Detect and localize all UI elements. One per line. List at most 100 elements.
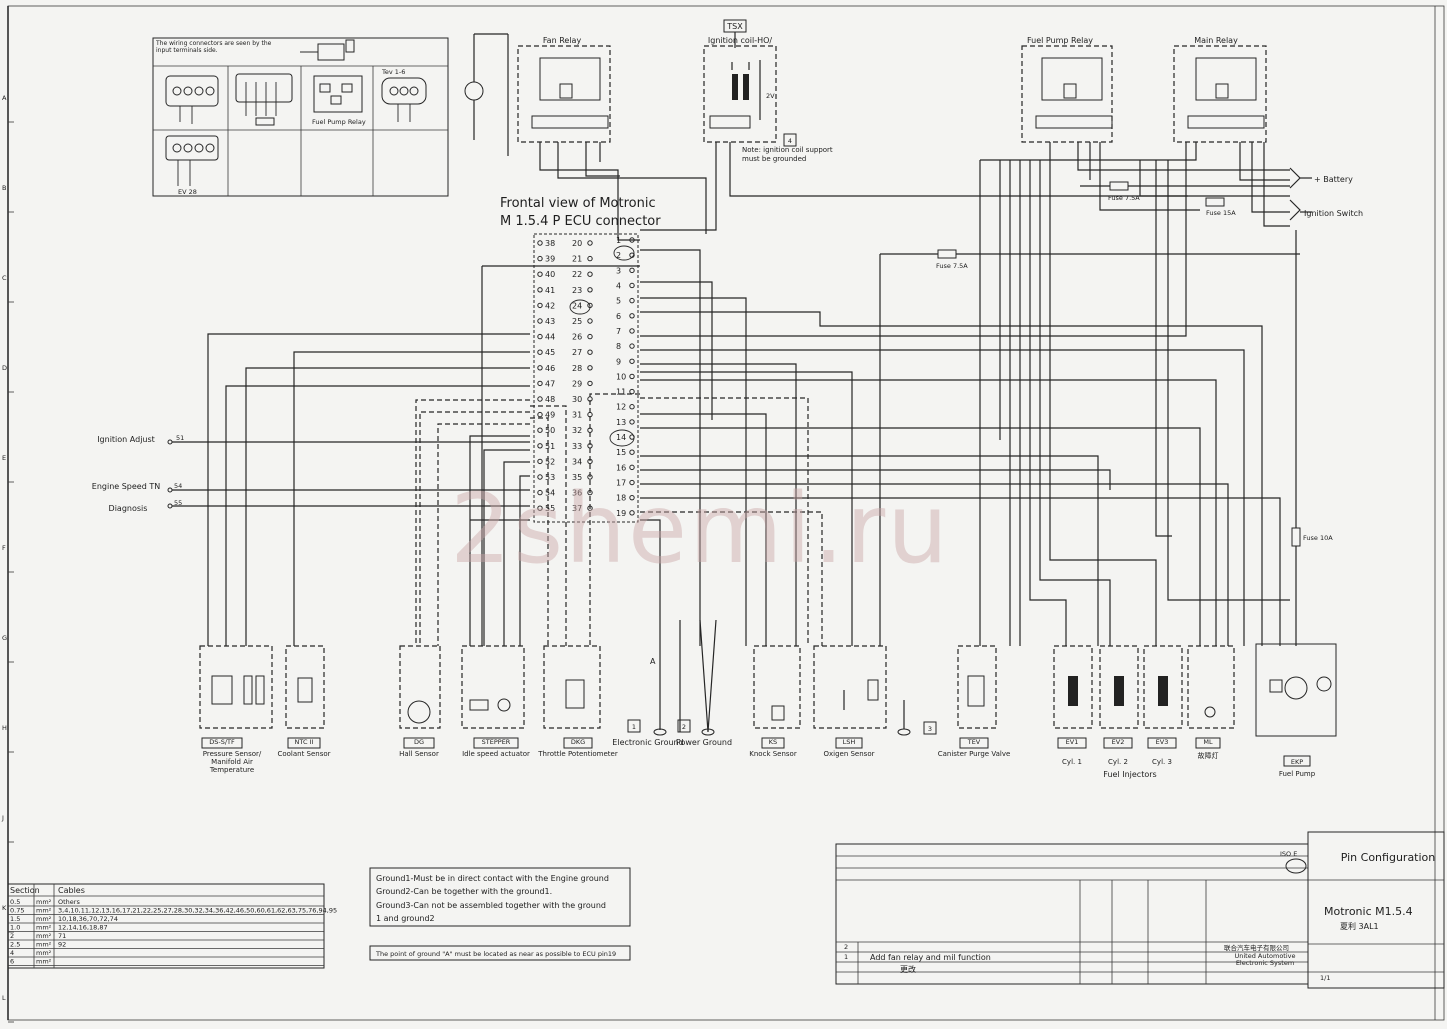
- fuse-3-label: Fuse 7.5A: [936, 262, 968, 270]
- ecu-pin-dot: [537, 474, 543, 480]
- ecu-pin-dot: [629, 282, 635, 289]
- ecu-pin-dot: [587, 255, 593, 262]
- section-value: 4: [10, 949, 14, 957]
- section-cables: 3,4,10,11,12,13,16,17,21,22,25,27,28,30,…: [58, 907, 337, 915]
- section-value: 1.5: [10, 915, 20, 923]
- component-desc-wrap: Cyl. 2: [1108, 758, 1128, 766]
- ecu-pin-dot: [587, 333, 593, 340]
- border-letter: A: [2, 94, 7, 102]
- component-desc-wrap: Idle speed actuator: [462, 750, 530, 758]
- ecu-pin-a: 53: [545, 473, 555, 482]
- ecu-pin-dot: [537, 333, 543, 340]
- component-tag: DKG: [571, 738, 585, 746]
- grounds: 1 Electronic Ground 2 Power Ground 3 A: [612, 619, 937, 747]
- component-description: Knock Sensor: [749, 750, 797, 758]
- ecu-pin-dot: [537, 302, 543, 309]
- ecu-pin-a: 48: [545, 395, 555, 404]
- component-ekp: [1255, 643, 1337, 767]
- component-tag: EV2: [1112, 738, 1125, 746]
- section-value: 1.0: [10, 924, 20, 932]
- ecu-pin-b: 29: [572, 379, 582, 388]
- component-tag: ML: [1203, 738, 1213, 746]
- ecu-pin-a: 40: [545, 270, 555, 279]
- ignition-coil-label: Ignition coil-HO/: [708, 36, 773, 45]
- battery-label: + Battery: [1314, 175, 1353, 184]
- ecu-pin-c: 15: [616, 448, 626, 457]
- ecu-pin-dot: [629, 510, 635, 516]
- ecu-pin-c: 10: [616, 372, 626, 381]
- ecu-title-line1: Frontal view of Motronic: [500, 196, 656, 211]
- component-ev3: [1143, 645, 1183, 749]
- point-a-note: The point of ground "A" must be located …: [375, 950, 616, 958]
- pin-configuration-title: Pin Configuration: [1341, 851, 1436, 864]
- component-description: Pressure Sensor/ Manifold Air Temperatur…: [202, 750, 262, 774]
- product-title: Motronic M1.5.4: [1324, 905, 1413, 918]
- ecu-pin-b: 22: [572, 270, 582, 279]
- ecu-pin-c: 18: [616, 494, 626, 503]
- border-letter: H: [2, 724, 7, 732]
- fuse-pump-label: Fuse 10A: [1303, 534, 1333, 542]
- ecu-pin-dot: [537, 458, 543, 465]
- ecu-pin-dot: [537, 427, 543, 433]
- component-description: Cyl. 3: [1152, 758, 1172, 766]
- ecu-pin-c: 9: [616, 357, 621, 366]
- ecu-pin-a: 52: [545, 457, 555, 466]
- ignition-coil-note: Note: ignition coil support must be grou…: [742, 146, 833, 163]
- section-value: 2: [10, 932, 14, 940]
- border-letter: C: [2, 274, 7, 282]
- ecu-pin-b: 33: [572, 442, 582, 451]
- component-desc-wrap: Coolant Sensor: [277, 750, 330, 758]
- component-description: Fuel Pump: [1278, 770, 1316, 778]
- rev-2: 2: [844, 943, 848, 951]
- component-tag: DG: [414, 738, 424, 746]
- ecu-pin-b: 32: [572, 426, 582, 435]
- ecu-pin-dot: [629, 388, 635, 395]
- component-desc-wrap: Pressure Sensor/ Manifold Air Temperatur…: [202, 750, 262, 774]
- ground-note-3: Ground3-Can not be assembled together wi…: [376, 901, 606, 910]
- engine-speed-label: Engine Speed TN: [92, 482, 160, 491]
- component-ml: [1187, 645, 1235, 749]
- component-dkg: [543, 645, 601, 749]
- ecu-pin-dot: [629, 343, 635, 349]
- ecu-pin-dot: [537, 489, 543, 496]
- ecu-pin-a: 51: [545, 442, 555, 451]
- ground-point-a: A: [650, 657, 656, 666]
- ecu-pin-dot: [537, 505, 543, 511]
- product-title-cn: 夏利 3AL1: [1340, 921, 1379, 931]
- ecu-pin-dot: [629, 479, 635, 486]
- ecu-pin-dot: [537, 318, 543, 324]
- engine-speed-pin: 54: [174, 482, 182, 490]
- ecu-pin-b: 24: [572, 301, 582, 310]
- section-unit: mm²: [36, 932, 52, 940]
- ecu-pin-dot: [629, 419, 635, 425]
- component-desc-wrap: Knock Sensor: [749, 750, 797, 758]
- ignition-switch-label: Ignition Switch: [1304, 209, 1363, 218]
- ignition-adjust-pin: 51: [176, 434, 184, 442]
- fuse-2-label: Fuse 15A: [1206, 209, 1236, 217]
- ecu-pin-a: 38: [545, 239, 555, 248]
- ecu-pin-a: 39: [545, 255, 555, 264]
- main-relay-label: Main Relay: [1194, 36, 1238, 45]
- ecu-title-line2: M 1.5.4 P ECU connector: [500, 214, 661, 229]
- ecu-pin-a: 54: [545, 489, 555, 498]
- section-unit: mm²: [36, 958, 52, 966]
- ecu-pin-a: 55: [545, 504, 555, 513]
- component-ntc-ii: [285, 645, 325, 749]
- ecu-pin-b: 21: [572, 255, 582, 264]
- ecu-pin-b: 27: [572, 348, 582, 357]
- ecu-pin-a: 47: [545, 379, 555, 388]
- component-description: Throttle Potentiometer: [538, 750, 618, 758]
- fan-motor-symbol: [464, 33, 509, 156]
- component-description: Cyl. 2: [1108, 758, 1128, 766]
- fuel-injectors-label: Fuel Injectors: [1103, 770, 1156, 779]
- section-value: 6: [10, 958, 14, 966]
- component-tag: TEV: [967, 738, 981, 746]
- ground-1-label: Electronic Ground: [612, 738, 683, 747]
- component-desc-wrap: 故障灯: [1198, 752, 1219, 760]
- ecu-pin-dot: [537, 396, 543, 402]
- component-desc-wrap: Canister Purge Valve: [938, 750, 1011, 758]
- ignition-adjust-label: Ignition Adjust: [97, 435, 155, 444]
